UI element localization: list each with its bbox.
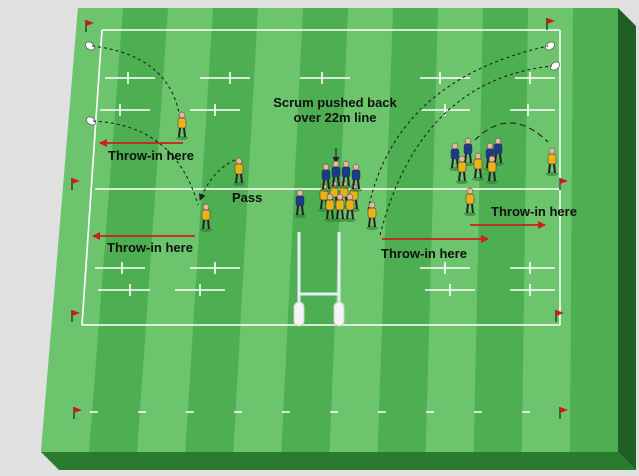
scrum-label: Scrum pushed back over 22m line: [260, 95, 410, 125]
pass-label: Pass: [232, 190, 262, 205]
throw-in-label-center: Throw-in here: [381, 246, 467, 261]
throw-in-label-bottom-left: Throw-in here: [107, 240, 193, 255]
throw-in-label-top-left: Throw-in here: [108, 148, 194, 163]
scrum-label-line1: Scrum pushed back: [260, 95, 410, 110]
throw-in-label-right: Throw-in here: [491, 204, 577, 219]
scrum-label-line2: over 22m line: [260, 110, 410, 125]
